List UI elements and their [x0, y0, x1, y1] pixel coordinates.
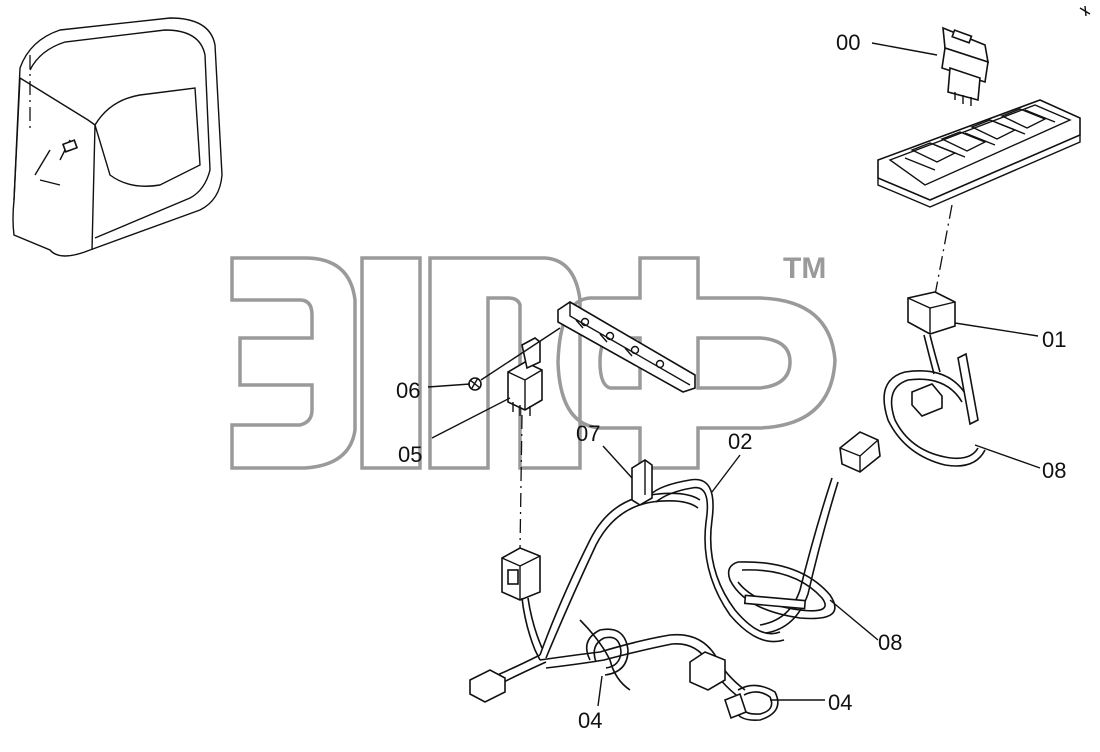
- callout-tie-clip: 07: [576, 421, 600, 446]
- callout-cable-tie-upper: 08: [1042, 458, 1066, 483]
- callout-harness: 02: [728, 429, 752, 454]
- callout-cable-tie-lower: 08: [878, 630, 902, 655]
- cab-thumbnail: [12, 17, 223, 257]
- wire-harness: [469, 431, 881, 703]
- mounting-bracket: [557, 301, 696, 393]
- callout-switch: 00: [836, 30, 860, 55]
- rocker-switch: [941, 26, 990, 106]
- leader-lines: [427, 42, 1041, 707]
- callout-clip-left: 04: [578, 708, 602, 733]
- cable-tie-upper: [883, 334, 986, 467]
- callout-clip-right: 04: [828, 690, 852, 715]
- relay: [507, 337, 543, 416]
- corner-mark: [1079, 5, 1091, 17]
- switch-panel: [877, 99, 1081, 208]
- watermark-trademark: TM: [783, 252, 826, 285]
- callout-nut: 06: [396, 378, 420, 403]
- callout-connector: 01: [1042, 327, 1066, 352]
- callout-relay: 05: [398, 442, 422, 467]
- clip-right: [724, 684, 779, 722]
- clip-left: [585, 628, 629, 676]
- connector: [907, 291, 956, 335]
- centerline-switch: [934, 204, 953, 296]
- centerline-relay: [519, 414, 523, 551]
- cable-tie-lower: [727, 561, 836, 620]
